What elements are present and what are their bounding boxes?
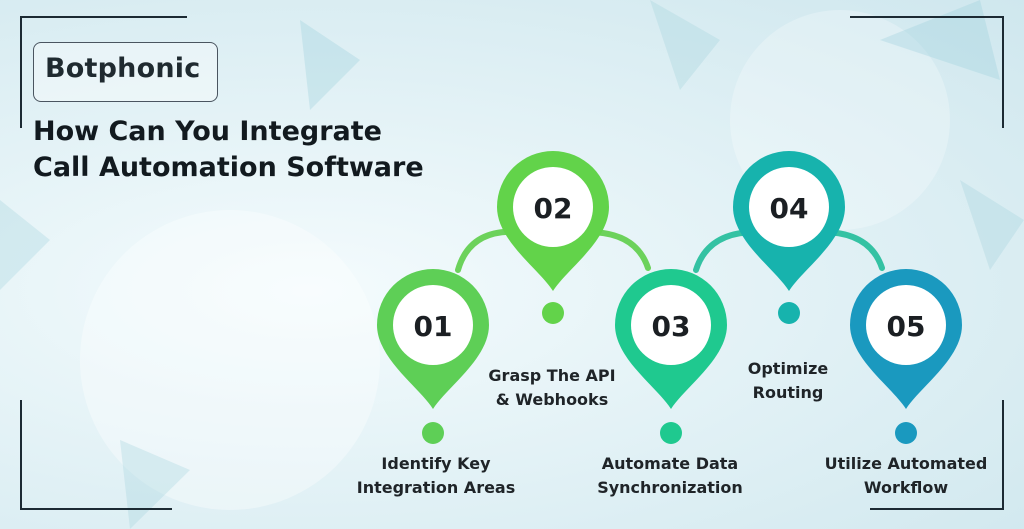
step-label-04: Optimize Routing	[688, 357, 888, 405]
step-label-01-line-2: Integration Areas	[356, 478, 516, 497]
step-label-01-line-1: Identify Key	[381, 454, 491, 473]
logo-text: Botphonic	[45, 53, 201, 84]
step-label-03-line-2: Synchronization	[597, 478, 743, 497]
step-label-02-line-1: Grasp The API	[488, 366, 616, 385]
step-dot-02	[542, 302, 564, 324]
step-dot-04	[778, 302, 800, 324]
step-label-05-line-1: Utilize Automated	[824, 454, 988, 473]
step-dot-03	[660, 422, 682, 444]
step-number-05: 05	[887, 310, 926, 343]
step-number-01: 01	[414, 310, 453, 343]
step-label-03-line-1: Automate Data	[601, 454, 739, 473]
step-label-04-line-2: Routing	[752, 383, 824, 402]
frame-corner-bottom-right	[870, 400, 1004, 510]
step-number-04: 04	[770, 192, 809, 225]
page-title-line-1: How Can You Integrate	[33, 116, 382, 147]
step-label-02: Grasp The API & Webhooks	[452, 364, 652, 412]
step-label-02-line-2: & Webhooks	[495, 390, 609, 409]
frame-corner-top-left	[20, 16, 187, 128]
step-dot-01	[422, 422, 444, 444]
step-dot-05	[895, 422, 917, 444]
step-label-05-line-2: Workflow	[863, 478, 949, 497]
logo: Botphonic	[33, 42, 218, 102]
frame-corner-bottom-left	[20, 400, 172, 510]
step-pin-inner-04	[749, 167, 829, 247]
step-label-01: Identify Key Integration Areas	[336, 452, 536, 500]
step-pin-inner-01	[393, 285, 473, 365]
page-title-line-2: Call Automation Software	[33, 152, 424, 183]
step-pin-inner-03	[631, 285, 711, 365]
step-number-02: 02	[534, 192, 573, 225]
page-title: How Can You Integrate Call Automation So…	[33, 114, 424, 186]
step-label-04-line-1: Optimize	[747, 359, 829, 378]
step-label-03: Automate Data Synchronization	[570, 452, 770, 500]
step-number-03: 03	[652, 310, 691, 343]
frame-corner-top-right	[850, 16, 1004, 128]
step-pin-inner-05	[866, 285, 946, 365]
step-label-05: Utilize Automated Workflow	[806, 452, 1006, 500]
step-pin-inner-02	[513, 167, 593, 247]
